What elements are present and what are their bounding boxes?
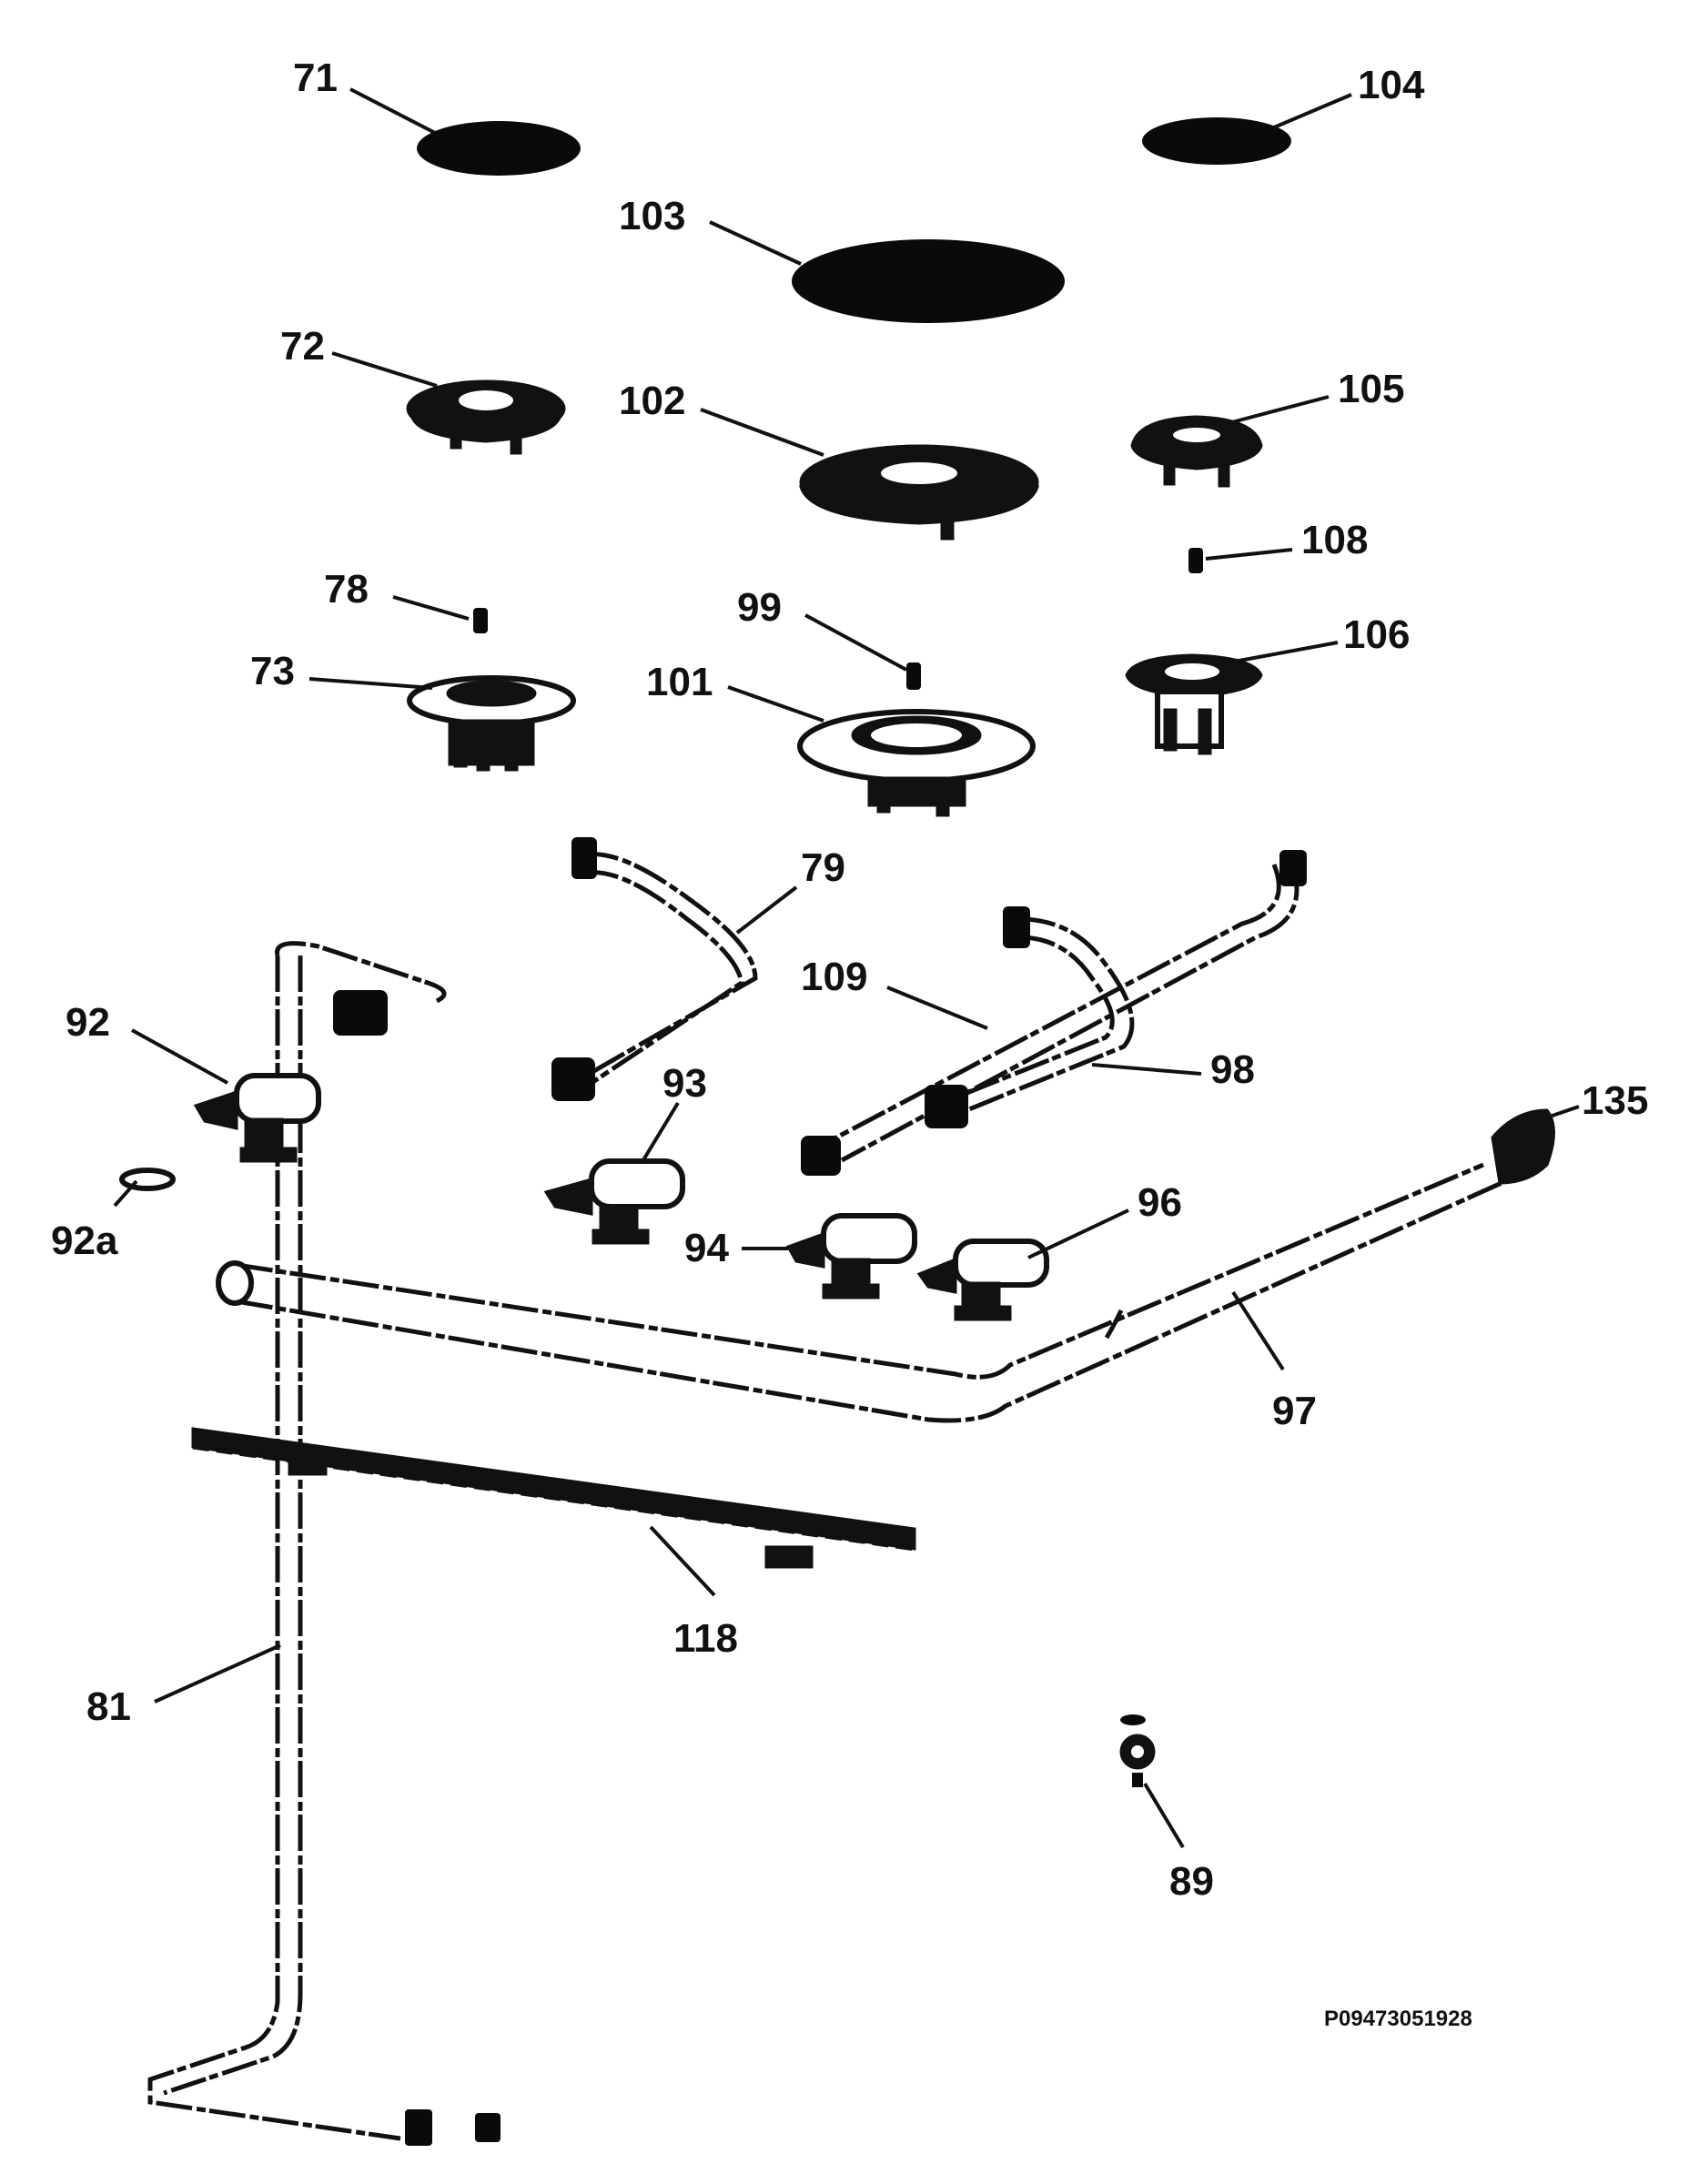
callout-89: 89 bbox=[1169, 1859, 1214, 1904]
callout-81: 81 bbox=[86, 1684, 131, 1729]
part-89-nozzle bbox=[1119, 1714, 1156, 1787]
callout-labels: 71 104 103 72 102 105 108 78 99 73 101 1… bbox=[51, 56, 1648, 2031]
part-72-burner-head bbox=[406, 379, 566, 455]
callout-71: 71 bbox=[293, 56, 338, 100]
part-103-burner-cap-large bbox=[792, 239, 1065, 323]
part-109-gas-pipe bbox=[801, 850, 1307, 1176]
reference-code: P09473051928 bbox=[1324, 2007, 1472, 2031]
callout-78: 78 bbox=[324, 567, 369, 612]
part-94-gas-tap bbox=[785, 1213, 917, 1299]
part-99-electrode bbox=[906, 662, 921, 690]
part-92-gas-tap bbox=[193, 1073, 321, 1163]
callout-92: 92 bbox=[66, 1000, 110, 1045]
callout-98: 98 bbox=[1210, 1047, 1255, 1092]
part-81-gas-supply-pipe bbox=[147, 941, 501, 2146]
callout-93: 93 bbox=[662, 1061, 707, 1106]
callout-97: 97 bbox=[1272, 1389, 1317, 1433]
callout-96: 96 bbox=[1138, 1180, 1182, 1225]
callout-101: 101 bbox=[646, 660, 713, 704]
part-105-burner-head bbox=[1130, 415, 1263, 488]
part-102-burner-head-large bbox=[799, 444, 1039, 541]
callout-109: 109 bbox=[801, 955, 867, 999]
part-92a-seal-ring bbox=[119, 1168, 176, 1191]
part-97-gas-manifold bbox=[216, 1162, 1503, 1423]
callout-106: 106 bbox=[1343, 612, 1410, 657]
leader-lines bbox=[113, 87, 1580, 1849]
part-96-gas-tap bbox=[916, 1239, 1049, 1321]
part-98-gas-pipe bbox=[925, 906, 1135, 1128]
part-135-manifold-end-cap bbox=[1491, 1108, 1555, 1185]
callout-104: 104 bbox=[1358, 63, 1425, 107]
callout-72: 72 bbox=[280, 324, 325, 369]
part-118-tap-bracket bbox=[191, 1427, 916, 1569]
callout-102: 102 bbox=[619, 379, 685, 423]
callout-73: 73 bbox=[250, 649, 295, 693]
callout-135: 135 bbox=[1582, 1078, 1648, 1123]
part-71-burner-cap-small bbox=[417, 121, 581, 176]
callout-99: 99 bbox=[737, 585, 782, 630]
part-106-burner-base bbox=[1125, 653, 1263, 755]
part-101-burner-base-large bbox=[797, 709, 1036, 817]
callout-103: 103 bbox=[619, 194, 685, 238]
callout-92a: 92a bbox=[51, 1218, 118, 1263]
callout-94: 94 bbox=[684, 1226, 729, 1270]
part-73-burner-base bbox=[407, 675, 576, 772]
part-104-burner-cap-small bbox=[1142, 117, 1291, 165]
part-93-gas-tap bbox=[543, 1158, 685, 1245]
part-78-electrode bbox=[473, 608, 488, 633]
callout-108: 108 bbox=[1301, 518, 1368, 562]
callout-105: 105 bbox=[1338, 367, 1404, 411]
callout-79: 79 bbox=[801, 845, 845, 890]
callout-118: 118 bbox=[673, 1616, 738, 1661]
part-108-electrode bbox=[1188, 548, 1203, 573]
part-79-gas-pipe bbox=[551, 837, 758, 1101]
